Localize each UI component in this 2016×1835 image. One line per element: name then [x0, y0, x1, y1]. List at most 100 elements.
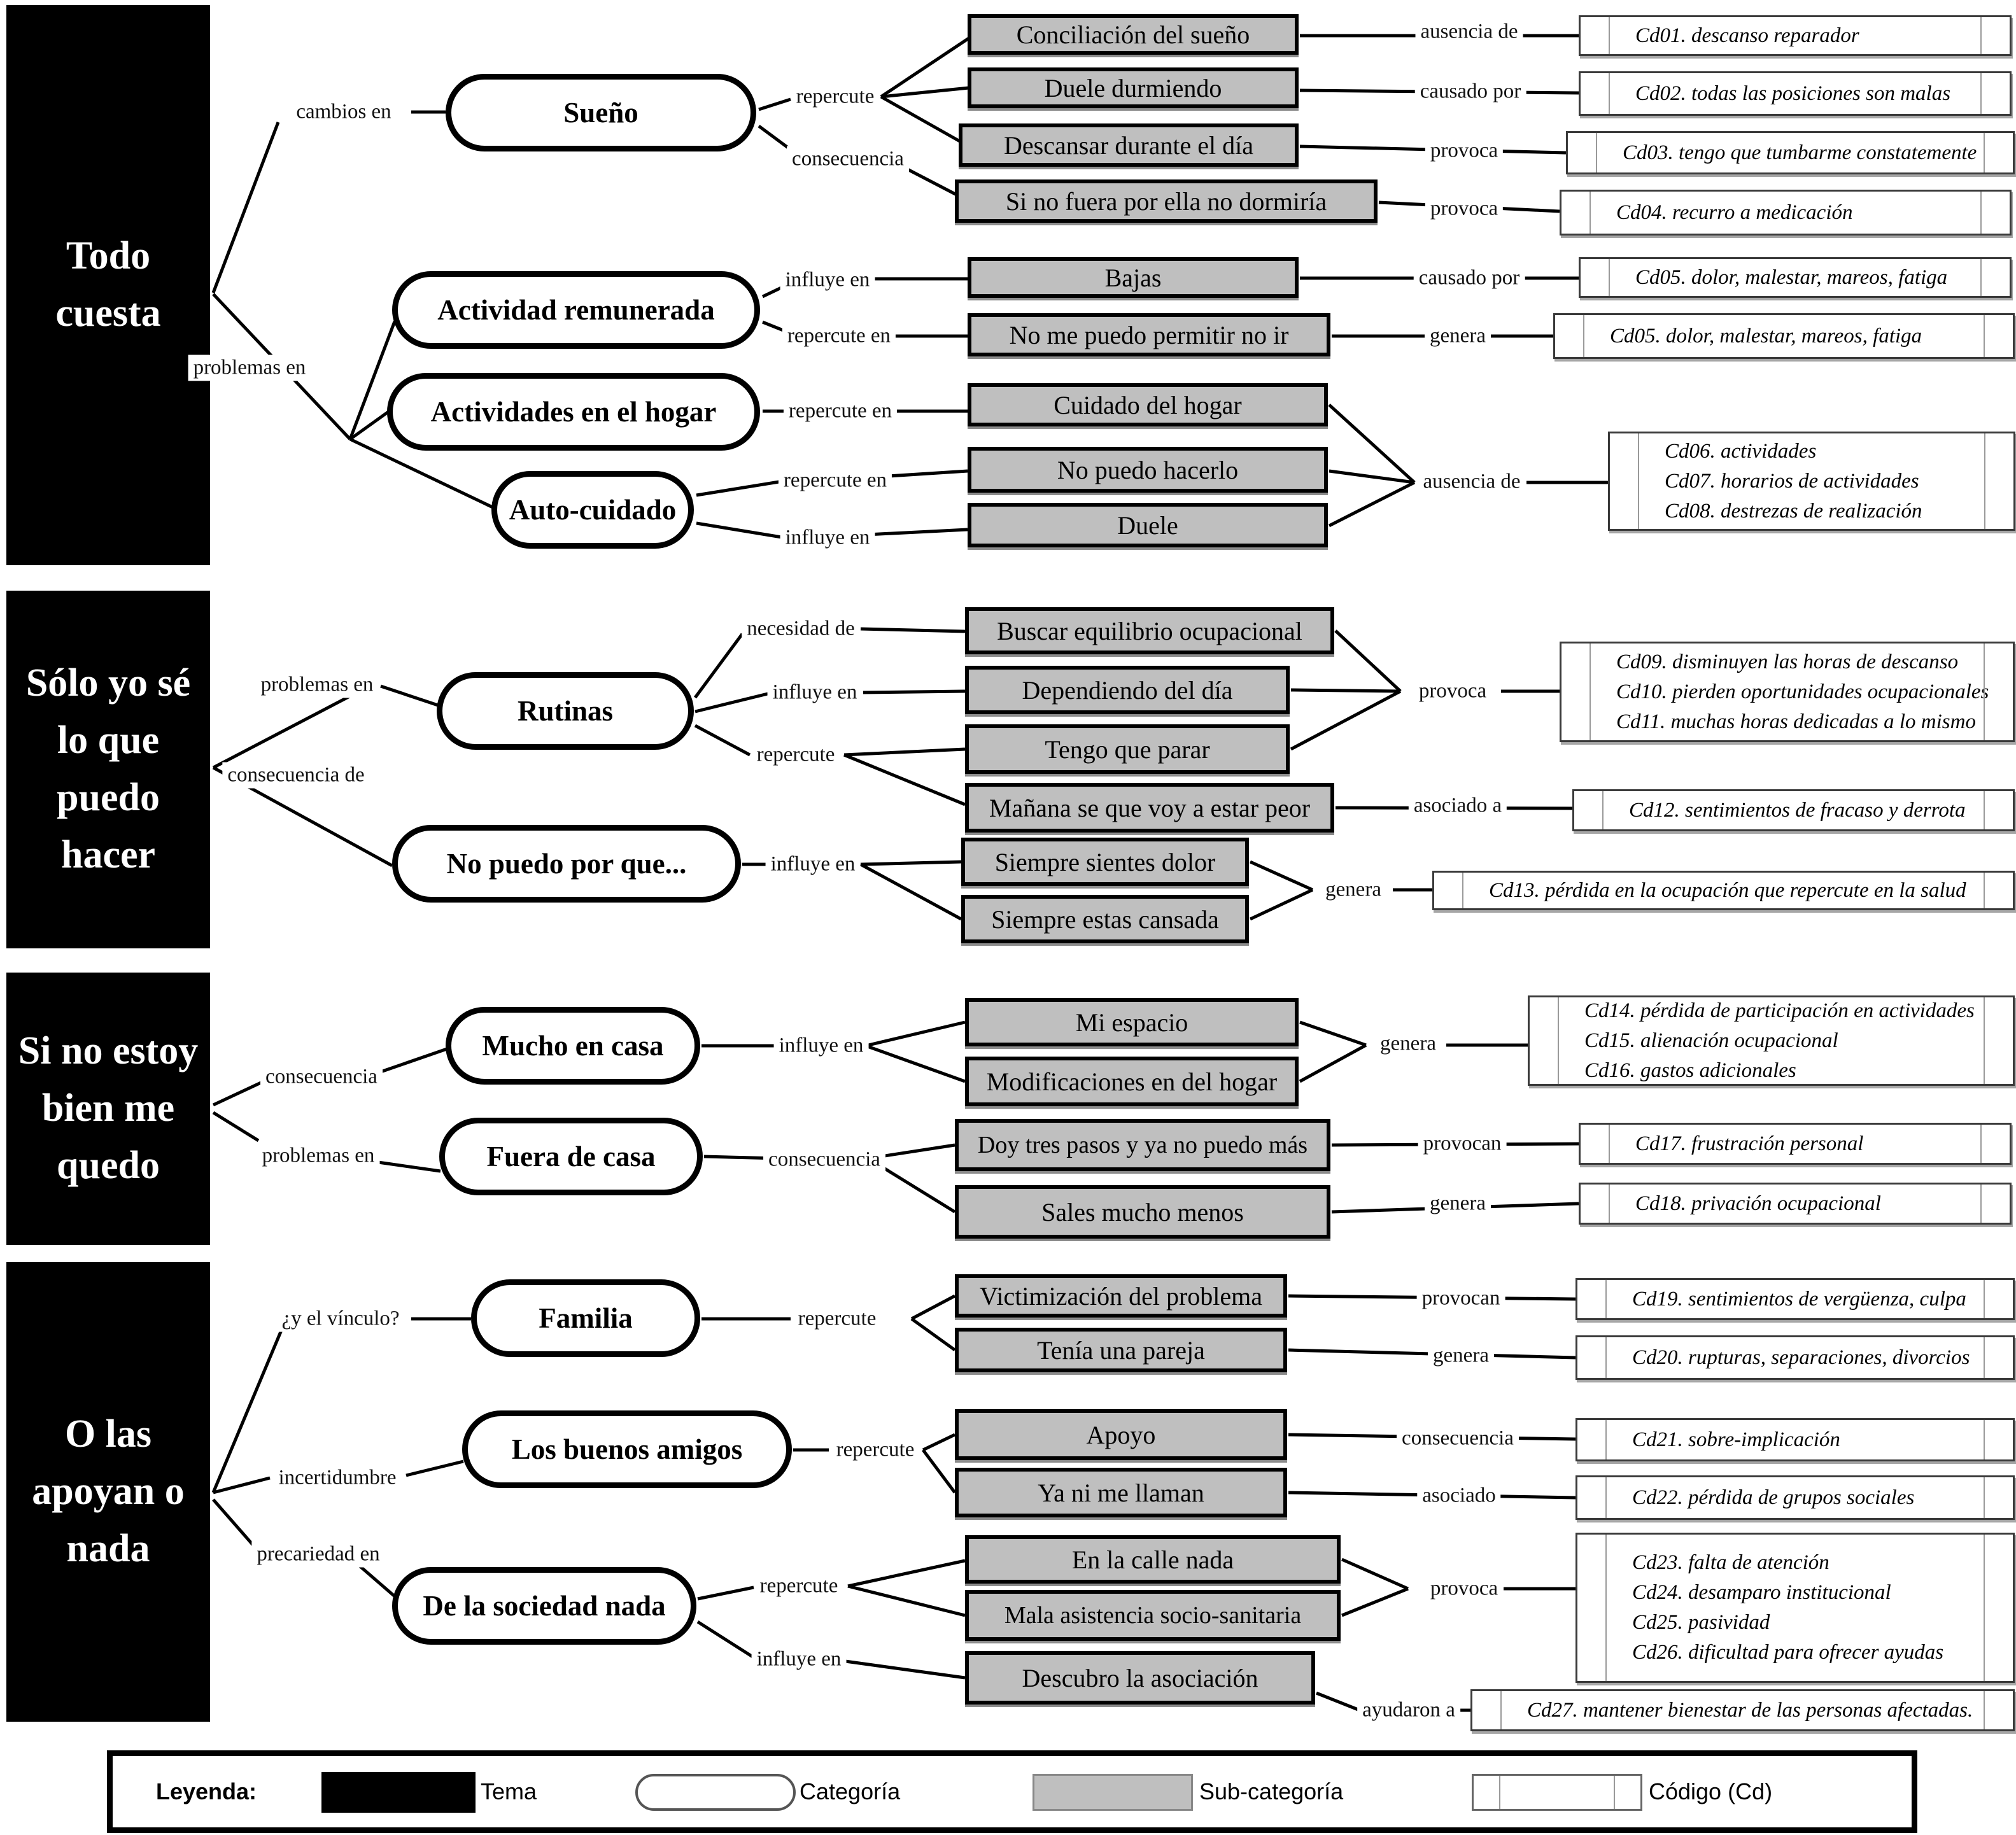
theme-label: O las apoyan o nada — [32, 1412, 185, 1570]
edge-label: provoca — [1425, 1575, 1504, 1602]
legend-subcategory-label: Sub-categoría — [1199, 1778, 1344, 1804]
code-line: Cd14. pérdida de participación en activi… — [1584, 999, 1975, 1022]
code-line: Cd06. actividades — [1665, 439, 1817, 463]
subcategory-siempre-sientes-dolor: Siempre sientes dolor — [961, 838, 1249, 886]
code-line: Cd18. privación ocupacional — [1635, 1192, 1881, 1215]
edge-label: causado por — [1414, 78, 1526, 105]
code-line: Cd05. dolor, malestar, mareos, fatiga — [1610, 324, 1922, 348]
edge-label: influye en — [773, 1032, 869, 1059]
subcategory-label: En la calle nada — [1071, 1545, 1234, 1574]
edge-label: genera — [1428, 1342, 1494, 1369]
code-line: Cd05. dolor, malestar, mareos, fatiga — [1635, 265, 1948, 289]
subcategory-sales-mucho-menos: Sales mucho menos — [955, 1185, 1330, 1239]
category-fuera-de-casa: Fuera de casa — [439, 1118, 703, 1195]
code-cd06-08: Cd06. actividades Cd07. horarios de acti… — [1608, 432, 2015, 531]
category-label: Actividad remunerada — [437, 294, 715, 326]
theme-label: Todo cuesta — [55, 234, 161, 335]
category-label: De la sociedad nada — [423, 1590, 666, 1622]
code-cd20: Cd20. rupturas, separaciones, divorcios — [1575, 1335, 2015, 1380]
edge-label: necesidad de — [742, 615, 860, 642]
category-label: Sueño — [563, 97, 638, 129]
code-line: Cd22. pérdida de grupos sociales — [1632, 1486, 1915, 1509]
category-sueno: Sueño — [446, 74, 756, 151]
code-line: Cd16. gastos adicionales — [1584, 1058, 1796, 1082]
code-line: Cd21. sobre-implicación — [1632, 1428, 1840, 1451]
code-line: Cd26. dificultad para ofrecer ayudas — [1632, 1641, 1944, 1664]
code-line: Cd19. sentimientos de vergüenza, culpa — [1632, 1287, 1966, 1311]
code-line: Cd20. rupturas, separaciones, divorcios — [1632, 1346, 1970, 1369]
code-line: Cd27. mantener bienestar de las personas… — [1527, 1698, 1973, 1722]
code-line: Cd03. tengo que tumbarme constatemente — [1623, 141, 1977, 164]
edge-label: ausencia de — [1418, 468, 1526, 495]
edge-label: ¿y el vínculo? — [276, 1305, 405, 1332]
edge-label: problemas en — [257, 1142, 380, 1169]
code-line: Cd10. pierden oportunidades ocupacionale… — [1616, 680, 1989, 703]
subcategory-conciliacion-del-sueno: Conciliación del sueño — [968, 14, 1299, 55]
subcategory-label: Tenía una pareja — [1037, 1335, 1205, 1365]
subcategory-label: Descansar durante el día — [1003, 130, 1254, 160]
code-cd17: Cd17. frustración personal — [1579, 1123, 2012, 1165]
subcategory-label: Conciliación del sueño — [1016, 20, 1250, 49]
category-de-la-sociedad-nada: De la sociedad nada — [392, 1567, 696, 1645]
subcategory-en-la-calle-nada: En la calle nada — [965, 1535, 1341, 1584]
category-label: Fuera de casa — [486, 1141, 656, 1172]
edge-label: ausencia de — [1415, 18, 1523, 45]
category-label: Actividades en el hogar — [430, 396, 717, 428]
legend-title: Leyenda: — [156, 1778, 257, 1804]
subcategory-label: Apoyo — [1086, 1420, 1156, 1449]
code-line: Cd01. descanso reparador — [1635, 24, 1859, 47]
category-no-puedo-por-que: No puedo por que... — [392, 825, 741, 903]
subcategory-label: Siempre estas cansada — [991, 904, 1219, 934]
subcategory-label: Buscar equilibrio ocupacional — [997, 616, 1302, 645]
legend: Leyenda: Tema Categoría Sub-categoría Có… — [107, 1750, 1917, 1833]
legend-code-swatch — [1472, 1774, 1642, 1811]
edge-label: asociado — [1417, 1482, 1501, 1509]
edge-label: influye en — [751, 1646, 847, 1673]
subcategory-label: Dependiendo del día — [1022, 675, 1233, 705]
edge-label: problemas en — [255, 671, 379, 698]
category-los-buenos-amigos: Los buenos amigos — [462, 1410, 792, 1488]
edge-label: problemas en — [188, 355, 311, 381]
code-line: Cd13. pérdida en la ocupación que reperc… — [1489, 878, 1966, 902]
edge-label: asociado a — [1408, 792, 1507, 819]
category-label: Auto-cuidado — [509, 494, 677, 526]
edge-label: repercute en — [783, 398, 898, 425]
subcategory-mi-espacio: Mi espacio — [965, 998, 1299, 1046]
subcategory-label: Siempre sientes dolor — [994, 847, 1216, 876]
subcategory-cuidado-del-hogar: Cuidado del hogar — [968, 383, 1328, 426]
code-line: Cd25. pasividad — [1632, 1611, 1770, 1634]
theme-solo-yo-se-lo-que-puedo-hacer: Sólo yo sé lo que puedo hacer — [6, 591, 210, 948]
category-label: Mucho en casa — [482, 1030, 664, 1062]
code-cd04: Cd04. recurro a medicación — [1560, 190, 2012, 236]
code-cd05-a: Cd05. dolor, malestar, mareos, fatiga — [1579, 257, 2012, 298]
legend-category-swatch — [635, 1774, 796, 1811]
subcategory-label: No puedo hacerlo — [1057, 455, 1239, 484]
category-actividades-en-el-hogar: Actividades en el hogar — [387, 373, 760, 451]
code-cd03: Cd03. tengo que tumbarme constatemente — [1566, 131, 2015, 174]
subcategory-ya-ni-me-llaman: Ya ni me llaman — [955, 1468, 1287, 1517]
subcategory-label: Tengo que parar — [1045, 735, 1210, 764]
subcategory-bajas: Bajas — [968, 257, 1299, 298]
subcategory-label: Modificaciones en del hogar — [986, 1067, 1278, 1096]
subcategory-victimizacion-del-problema: Victimización del problema — [955, 1274, 1287, 1318]
edge-label: consecuencia — [763, 1146, 885, 1173]
subcategory-label: Cuidado del hogar — [1054, 390, 1242, 419]
category-label: Los buenos amigos — [511, 1433, 743, 1465]
subcategory-label: No me puedo permitir no ir — [1009, 320, 1289, 349]
edge-label: influye en — [780, 524, 875, 551]
subcategory-si-no-fuera-por-ella: Si no fuera por ella no dormiría — [955, 179, 1378, 223]
edge-label: provoca — [1425, 137, 1504, 164]
subcategory-descubro-la-asociacion: Descubro la asociación — [965, 1651, 1315, 1705]
edge-label: provoca — [1413, 678, 1492, 705]
subcategory-modificaciones-en-del-hogar: Modificaciones en del hogar — [965, 1057, 1299, 1106]
theme-label: Sólo yo sé lo que puedo hacer — [25, 661, 191, 876]
code-cd21: Cd21. sobre-implicación — [1575, 1418, 2015, 1461]
legend-theme-label: Tema — [481, 1778, 537, 1804]
subcategory-label: Victimización del problema — [979, 1281, 1263, 1311]
edge-label: consecuencia — [1397, 1425, 1519, 1452]
edge-label: cambios en — [291, 99, 397, 125]
code-cd01: Cd01. descanso reparador — [1579, 15, 2012, 56]
edge-label: genera — [1375, 1030, 1441, 1057]
edge-label: influye en — [767, 679, 863, 706]
